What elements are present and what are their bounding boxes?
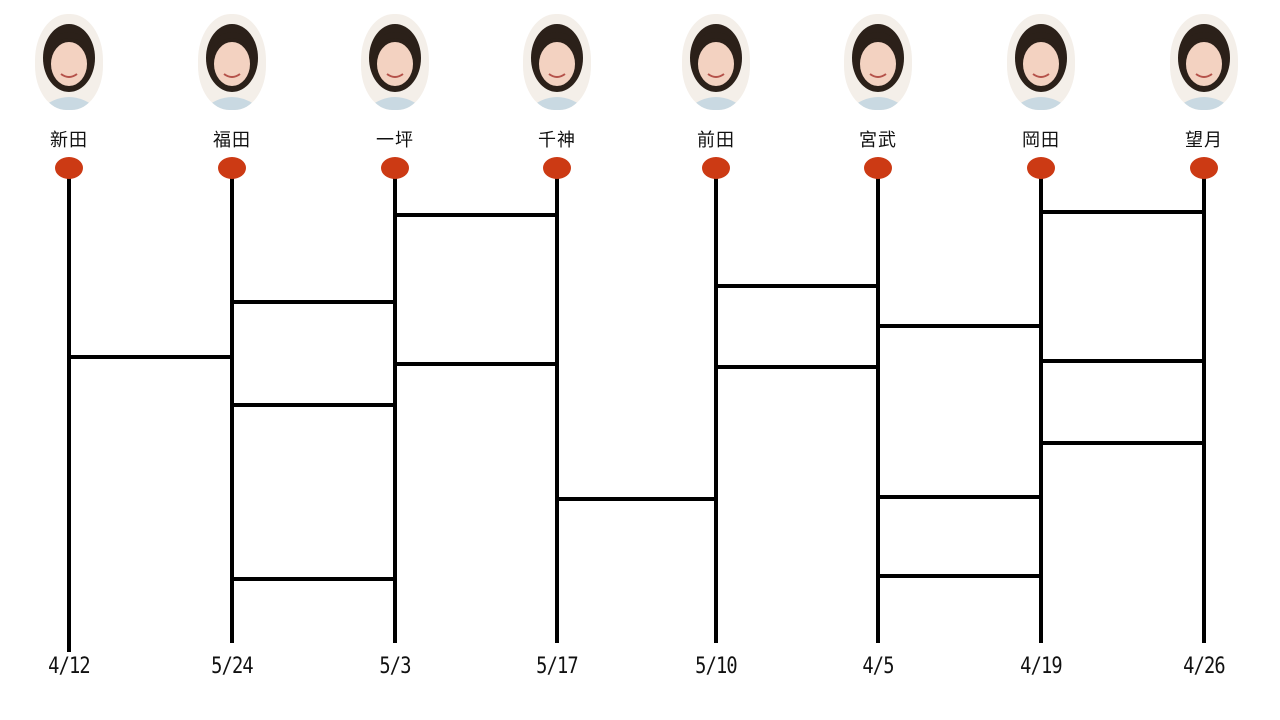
person-photo-icon [35,14,103,110]
person-photo-icon [1007,14,1075,110]
result-date: 4/19 [1020,654,1062,679]
result-date: 5/24 [211,654,253,679]
participant-name: 望月 [1185,130,1223,151]
result-date: 5/3 [379,654,411,679]
participant-name: 宮武 [859,130,897,151]
participant-name: 新田 [50,130,88,151]
start-dot[interactable] [543,157,571,179]
person-photo-icon [1170,14,1238,110]
avatar [523,14,591,110]
result-date: 5/10 [695,654,737,679]
avatar [35,14,103,110]
person-photo-icon [523,14,591,110]
start-dot[interactable] [1190,157,1218,179]
participant-name: 千神 [538,130,576,151]
start-dot[interactable] [55,157,83,179]
avatar [682,14,750,110]
person-photo-icon [682,14,750,110]
start-dot[interactable] [218,157,246,179]
person-photo-icon [198,14,266,110]
person-photo-icon [844,14,912,110]
start-dot[interactable] [864,157,892,179]
participant-name: 一坪 [376,130,414,151]
person-photo-icon [361,14,429,110]
avatar [198,14,266,110]
avatar [1007,14,1075,110]
participant-name: 前田 [697,130,735,151]
result-date: 4/12 [48,654,90,679]
avatar [1170,14,1238,110]
result-date: 4/5 [862,654,894,679]
start-dot[interactable] [1027,157,1055,179]
avatar [361,14,429,110]
start-dot[interactable] [381,157,409,179]
participant-name: 福田 [213,130,251,151]
result-date: 4/26 [1183,654,1225,679]
avatar [844,14,912,110]
start-dot[interactable] [702,157,730,179]
participant-name: 岡田 [1022,130,1060,151]
result-date: 5/17 [536,654,578,679]
